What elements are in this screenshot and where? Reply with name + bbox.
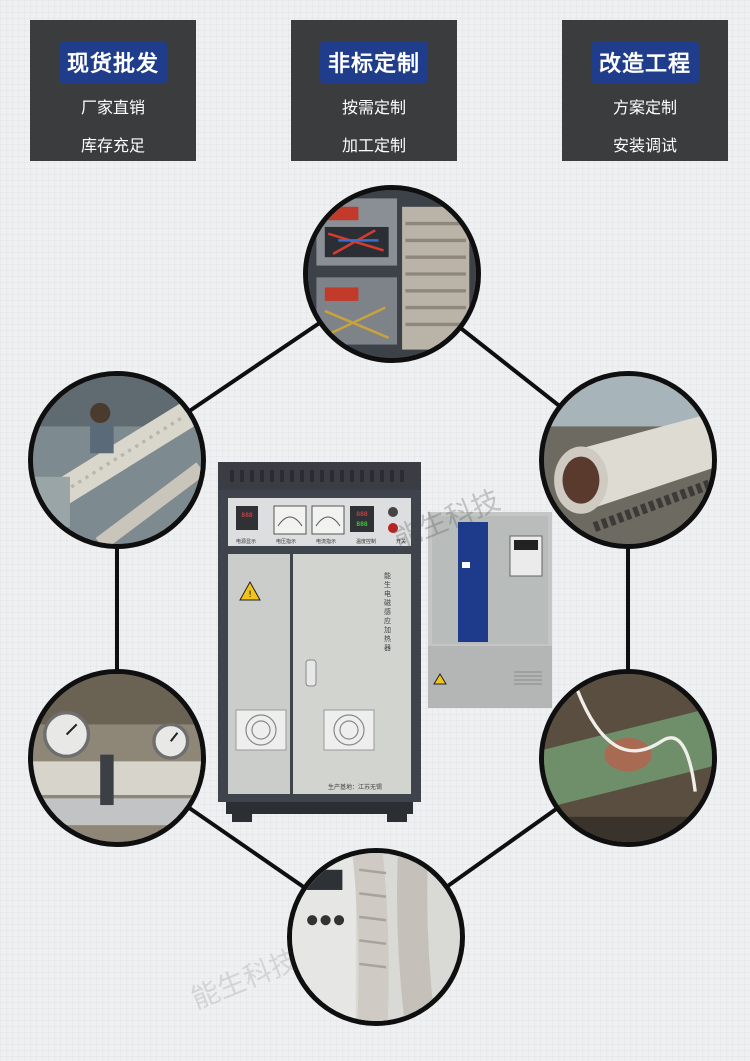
photo-large-insulated-pipe [539,371,717,549]
feature-line: 厂家直销 [80,98,145,117]
induction-heater-cabinet: 888 888 888 ! [218,462,421,822]
feature-line: 库存充足 [80,136,145,155]
svg-text:888: 888 [241,512,253,519]
inverter-unit [428,512,552,708]
svg-text:!: ! [248,590,252,600]
panel-label: 温度控制 [355,539,376,545]
panel-labels: 电源显示 电压指示 电流指示 温度控制 开关 [236,538,406,545]
feature-line: 安装调试 [612,136,677,155]
panel-label: 电压指示 [275,539,296,545]
photo-worker-pipe-installation [28,371,206,549]
feature-title: 现货批发 [58,41,167,84]
panel-label: 开关 [395,539,406,545]
photo-pressure-gauges [28,669,206,847]
panel-label: 电源显示 [236,539,257,545]
panel-label: 电流指示 [315,539,336,545]
photo-control-cabinet-wiring [303,185,481,363]
feature-line: 按需定制 [341,98,406,117]
feature-line: 加工定制 [341,136,406,155]
svg-text:888: 888 [356,511,368,518]
cabinet-origin-label: 生产基地：江苏无锡 [328,784,383,791]
svg-text:888: 888 [356,521,368,528]
feature-line: 方案定制 [612,98,677,117]
photo-green-pipe-heater [539,669,717,847]
feature-box-retrofit: 改造工程 方案定制 安装调试 [562,20,728,161]
feature-title: 非标定制 [319,41,428,84]
photo-heater-cabinet-hoses [287,848,465,1026]
cabinet-vertical-brand: 能生电磁感应加热器 [384,572,391,652]
feature-box-custom: 非标定制 按需定制 加工定制 [291,20,457,161]
feature-title: 改造工程 [590,41,699,84]
feature-box-wholesale: 现货批发 厂家直销 库存充足 [30,20,196,161]
